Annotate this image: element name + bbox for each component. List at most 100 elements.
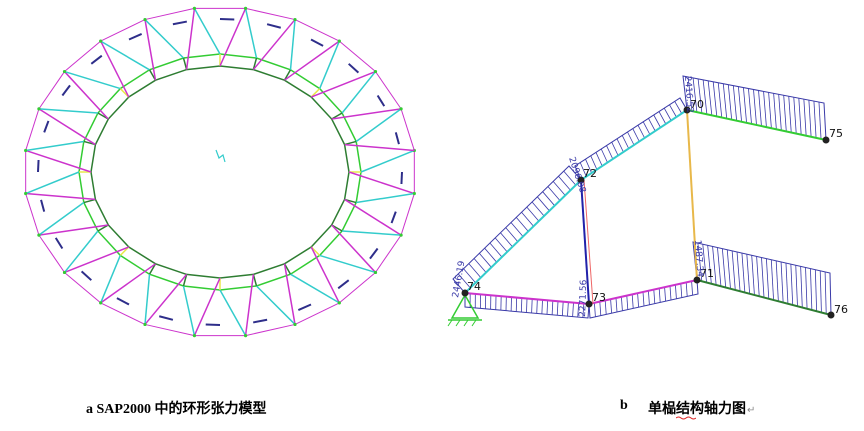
support-node	[99, 301, 103, 305]
hatch-line	[732, 85, 738, 121]
member-72-73-b	[583, 179, 594, 305]
hatch-line	[800, 266, 803, 308]
hatch-line	[818, 102, 822, 139]
node-labels: 70 72 73 74 75 76 71	[467, 98, 848, 316]
member-74-73	[464, 292, 590, 305]
tip-chord	[144, 7, 195, 21]
hatch-line	[691, 281, 693, 296]
node-70	[683, 106, 691, 114]
hatch-line	[658, 111, 667, 125]
upper-chord	[290, 273, 340, 304]
hatch-line	[712, 81, 718, 117]
tip-chord	[38, 234, 65, 273]
hatch-line	[577, 303, 580, 318]
support-node	[143, 17, 147, 22]
ring-strut	[119, 246, 130, 256]
hatch-line	[731, 250, 736, 291]
hatch-line	[531, 201, 545, 217]
tip-chord	[400, 193, 415, 236]
hatch-line	[621, 296, 623, 311]
web-member	[252, 318, 268, 324]
hatch-line	[680, 283, 683, 298]
hatch-line	[741, 253, 746, 293]
hatch-line	[561, 301, 564, 316]
hatch-line	[546, 300, 549, 315]
support-node	[143, 322, 147, 327]
hatch-line	[541, 299, 543, 314]
hatch-line	[793, 97, 797, 134]
hatch-line	[819, 270, 822, 313]
upper-chord	[319, 40, 341, 89]
upper-chord	[99, 255, 121, 304]
hatch-line	[702, 79, 708, 115]
node-label-73: 73	[592, 291, 606, 304]
upper-chord	[219, 289, 247, 336]
hatch-line	[563, 170, 577, 186]
hatch-line	[648, 290, 650, 305]
lower-chord	[63, 71, 109, 120]
tip-chord	[25, 193, 40, 236]
support-node	[243, 6, 248, 11]
hatch-line	[606, 145, 614, 160]
upper-chord	[289, 19, 296, 70]
lower-chord	[38, 224, 109, 236]
hatch-line	[790, 264, 794, 306]
hatch-line	[463, 268, 476, 283]
hatch-line	[687, 76, 693, 112]
hatch-line	[473, 258, 487, 273]
hatch-line	[457, 273, 471, 289]
support-node	[399, 233, 403, 237]
lower-chord	[25, 192, 96, 201]
hatch-line	[582, 303, 585, 318]
hatch-line	[599, 301, 602, 316]
lower-chord	[219, 8, 247, 67]
force-label-73: 2271.56	[578, 279, 589, 317]
node-label-72: 72	[583, 167, 597, 180]
hatch-line	[763, 91, 767, 128]
member-72-73	[580, 179, 590, 305]
web-member	[61, 84, 71, 97]
web-member	[310, 38, 324, 47]
hatch-line	[595, 152, 603, 167]
hatch-line	[717, 82, 723, 118]
web-member	[369, 247, 379, 260]
hatch-line	[552, 181, 566, 196]
web-member	[297, 303, 312, 312]
web-member	[116, 297, 130, 306]
hatch-line	[778, 94, 782, 131]
figure-caption-b-text: 单榀结构轴力图	[648, 402, 746, 417]
hatch-line	[674, 101, 683, 114]
hatch-line	[805, 267, 808, 309]
upper-chord	[144, 274, 151, 325]
hatch-line	[722, 83, 728, 119]
tip-chord	[144, 323, 195, 337]
support-node	[293, 17, 297, 22]
ring-strut	[182, 274, 188, 287]
support-node	[37, 233, 41, 237]
lower-chord	[348, 171, 415, 195]
web-member	[172, 20, 188, 26]
member-72-70	[580, 109, 688, 181]
hatch-line	[621, 135, 630, 149]
tip-chord	[338, 40, 376, 72]
spellcheck-underline	[676, 416, 696, 420]
upper-chord	[25, 171, 80, 195]
support-node	[192, 333, 197, 338]
web-member	[43, 120, 50, 133]
hatch-line	[780, 261, 784, 303]
hatch-line	[721, 248, 727, 288]
upper-chord	[360, 149, 415, 173]
hatch-line	[669, 285, 672, 301]
support-node	[412, 191, 416, 196]
tip-chord	[245, 323, 296, 337]
hatch-line	[489, 242, 503, 258]
hatch-line	[585, 159, 592, 174]
hatch-line	[753, 89, 757, 126]
lower-chord	[331, 108, 402, 120]
hatch-line	[824, 271, 827, 314]
ring-strut	[148, 263, 157, 275]
web-member	[128, 32, 143, 41]
hatch-line	[551, 300, 554, 315]
web-member	[80, 270, 92, 281]
hatch-line	[751, 255, 755, 296]
